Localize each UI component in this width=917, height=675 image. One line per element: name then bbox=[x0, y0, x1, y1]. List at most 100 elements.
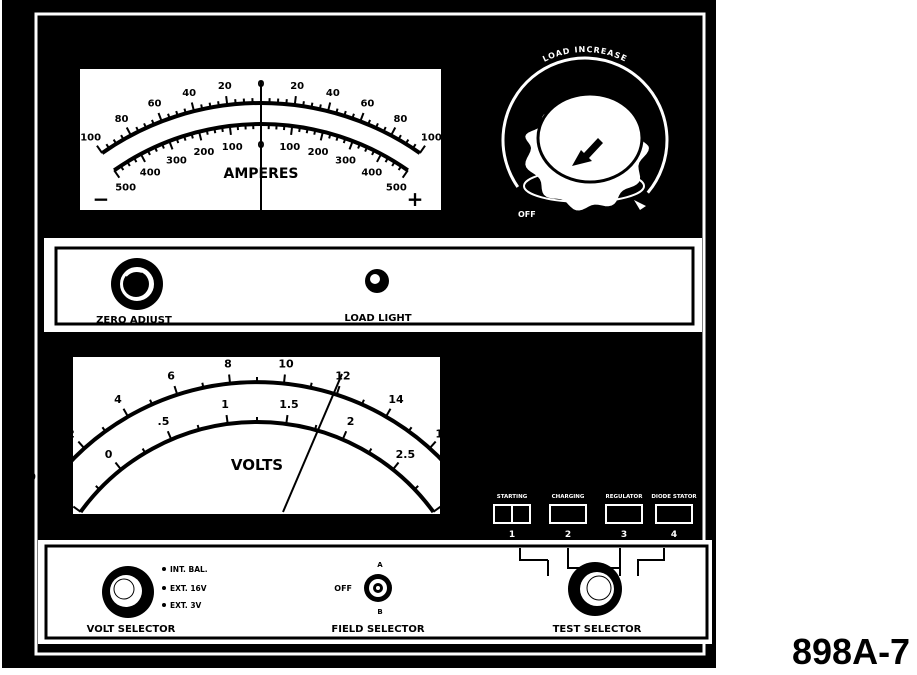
ammeter-inner-tick bbox=[376, 153, 383, 163]
load-control-knob[interactable] bbox=[523, 92, 652, 213]
test-position-number: 3 bbox=[621, 530, 627, 540]
ammeter-inner-scale-label: 300 bbox=[166, 156, 187, 167]
ammeter-inner-scale-label: 500 bbox=[386, 183, 407, 194]
ammeter-inner-tick bbox=[319, 131, 324, 141]
voltmeter-inner-tick bbox=[166, 430, 173, 440]
ammeter-inner-tick bbox=[348, 140, 354, 150]
load-knob-group: LOAD INCREASE OFF bbox=[501, 45, 669, 219]
ammeter-outer-tick bbox=[175, 110, 179, 117]
voltmeter-inner-tick bbox=[341, 430, 348, 440]
ammeter-outer-tick bbox=[327, 102, 332, 112]
test-position-name: CHARGING bbox=[552, 494, 585, 500]
test-position-2: CHARGING 2 bbox=[549, 494, 587, 540]
voltmeter-inner-scale-label: 1 bbox=[221, 398, 229, 411]
ammeter-inner-tick bbox=[371, 149, 376, 156]
voltmeter-outer-tick bbox=[60, 463, 66, 469]
ammeter-outer-tick bbox=[412, 143, 417, 149]
ammeter-inner-tick bbox=[342, 137, 347, 144]
voltmeter-inner-scale-label: 2 bbox=[347, 415, 355, 428]
ammeter-inner-tick bbox=[126, 161, 131, 167]
voltmeter-inner-tick bbox=[413, 485, 419, 491]
ammeter-inner-tick bbox=[168, 140, 174, 150]
ammeter-outer-tick bbox=[96, 145, 103, 154]
test-position-number: 4 bbox=[671, 530, 677, 540]
ammeter-outer-tick bbox=[135, 126, 140, 133]
test-selector-label: TEST SELECTOR bbox=[553, 624, 642, 635]
voltmeter-outer-tick bbox=[465, 482, 474, 490]
voltmeter-outer-tick bbox=[40, 482, 49, 490]
zero-adjust-label: ZERO ADJUST bbox=[96, 315, 172, 326]
ammeter-inner-tick bbox=[190, 133, 194, 139]
voltmeter-inner-scale-label: .5 bbox=[158, 415, 170, 428]
ammeter-outer-tick bbox=[105, 143, 110, 149]
ammeter-outer-tick bbox=[157, 112, 163, 122]
voltmeter-outer-tick bbox=[77, 440, 86, 449]
voltmeter-outer-arc bbox=[46, 380, 468, 490]
voltmeter-inner-scale-label: 3 bbox=[446, 494, 454, 507]
panel-border-line bbox=[34, 12, 706, 656]
load-knob-face bbox=[536, 92, 644, 184]
ammeter-outer-tick bbox=[419, 145, 426, 154]
voltmeter-outer-tick bbox=[201, 382, 205, 388]
volt-selector-option: INT. BAL. bbox=[170, 565, 208, 574]
voltmeter-outer-scale-label: 8 bbox=[224, 358, 232, 371]
voltmeter-inner-tick bbox=[314, 424, 318, 431]
ammeter-inner-tick bbox=[146, 149, 151, 156]
volt-selector-label: VOLT SELECTOR bbox=[87, 624, 176, 635]
volt-selector-knob[interactable] bbox=[102, 566, 154, 618]
test-selector-knob[interactable] bbox=[568, 562, 622, 616]
voltmeter-inner-tick bbox=[141, 448, 147, 454]
ammeter-inner-scale-label: 500 bbox=[115, 183, 136, 194]
voltmeter-outer-tick bbox=[407, 426, 413, 432]
ammeter-inner-tick bbox=[198, 131, 203, 141]
voltmeter-outer-tick bbox=[228, 374, 232, 384]
ammeter-inner-scale-label: 100 bbox=[222, 142, 243, 153]
voltmeter-outer-scale-label: 0 bbox=[28, 471, 36, 484]
ammeter-outer-tick bbox=[183, 108, 187, 114]
voltmeter-outer-tick bbox=[282, 374, 286, 384]
ammeter-inner-scale-label: 400 bbox=[140, 168, 161, 179]
ammeter-outer-scale-label: 60 bbox=[148, 99, 162, 110]
test-position-4: DIODE STATOR 4 bbox=[651, 494, 697, 540]
voltmeter-outer-tick bbox=[309, 382, 313, 388]
ammeter-outer-scale-label: 20 bbox=[218, 81, 232, 92]
ammeter-outer-tick bbox=[374, 122, 379, 129]
voltmeter-title: VOLTS bbox=[231, 456, 283, 474]
ammeter-outer-scale-label: 20 bbox=[290, 81, 304, 92]
ammeter-outer-tick bbox=[397, 134, 402, 141]
voltmeter-outer-scale-label: 2 bbox=[67, 427, 75, 440]
voltmeter-inner-scale-label: −2 bbox=[56, 494, 73, 507]
voltmeter-outer-scale-label: 18 bbox=[474, 471, 489, 484]
ammeter-inner-scale-label: 300 bbox=[335, 156, 356, 167]
ammeter-inner-tick bbox=[221, 126, 224, 133]
ammeter-inner-tick bbox=[313, 129, 317, 135]
voltmeter-inner-scale-label: 2.5 bbox=[396, 448, 416, 461]
voltmeter-outer-tick bbox=[173, 385, 179, 395]
ammeter-inner-tick bbox=[357, 143, 361, 149]
ammeter-inner-scale-label: 400 bbox=[361, 168, 382, 179]
ammeter-inner-tick bbox=[153, 146, 158, 153]
ammeter-outer-tick bbox=[382, 126, 387, 133]
ammeter-outer-tick bbox=[335, 108, 339, 114]
voltmeter-outer-tick bbox=[122, 408, 129, 418]
test-position-number: 2 bbox=[565, 530, 571, 540]
voltmeter-inner-scale-label: 1.5 bbox=[279, 398, 299, 411]
ammeter-outer-scale-label: 80 bbox=[393, 114, 407, 125]
voltmeter-inner-tick bbox=[114, 461, 122, 471]
field-selector-switch[interactable] bbox=[364, 574, 392, 602]
load-light bbox=[365, 269, 389, 293]
voltmeter-inner-tick bbox=[392, 461, 400, 471]
voltmeter-outer-tick bbox=[361, 399, 365, 405]
ammeter-outer-scale-label: 100 bbox=[421, 133, 442, 144]
voltmeter-outer-scale-label: 4 bbox=[114, 393, 122, 406]
voltmeter-inner-tick bbox=[196, 424, 200, 431]
ammeter-inner-tick bbox=[139, 153, 146, 163]
ammeter-outer-tick bbox=[367, 119, 371, 125]
ammeter-outer-scale-label: 0 bbox=[258, 79, 265, 90]
voltmeter-outer-scale-label: 6 bbox=[167, 370, 175, 383]
test-position-name: DIODE STATOR bbox=[651, 494, 697, 500]
zero-adjust-knob[interactable] bbox=[111, 258, 163, 310]
